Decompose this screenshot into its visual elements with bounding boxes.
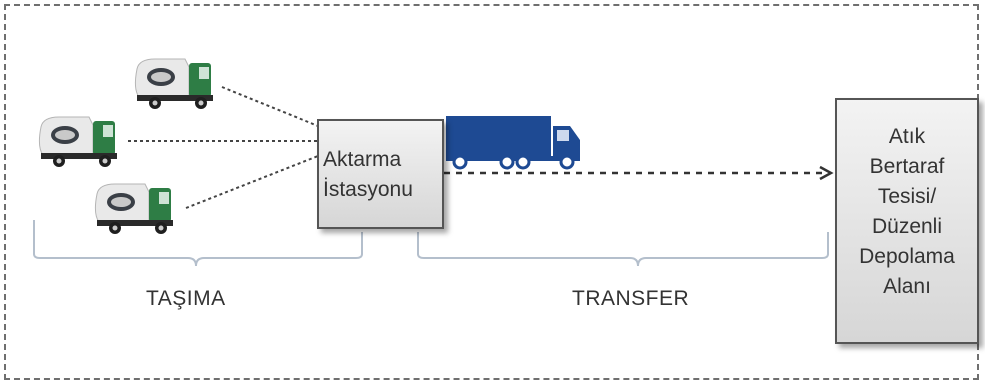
facility-label-line: Atık — [888, 125, 926, 148]
transfer-truck-icon — [446, 116, 580, 170]
facility-label-line: Alanı — [883, 275, 931, 298]
station-label-line: Aktarma — [323, 148, 402, 171]
route-line — [221, 86, 319, 127]
facility-label-line: Bertaraf — [869, 155, 945, 178]
route-line — [185, 155, 319, 209]
facility-label-line: Düzenli — [871, 215, 943, 238]
arrow-head-icon — [819, 165, 834, 181]
stage-label-tasima: TAŞIMA — [146, 287, 226, 310]
transfer-station-box: Aktarma İstasyonu — [317, 119, 444, 229]
station-label-line: İstasyonu — [323, 178, 413, 201]
facility-label-line: Depolama — [859, 245, 955, 268]
facility-label-line: Tesisi/ — [877, 185, 937, 208]
tasima-brace — [33, 220, 363, 267]
disposal-facility-box: Atık Bertaraf Tesisi/ Düzenli Depolama A… — [835, 98, 979, 344]
transfer-brace — [417, 232, 829, 267]
garbage-truck-icon — [38, 116, 118, 168]
garbage-truck-icon — [134, 58, 214, 110]
garbage-truck-icon — [94, 183, 174, 235]
stage-label-transfer: TRANSFER — [572, 287, 690, 310]
